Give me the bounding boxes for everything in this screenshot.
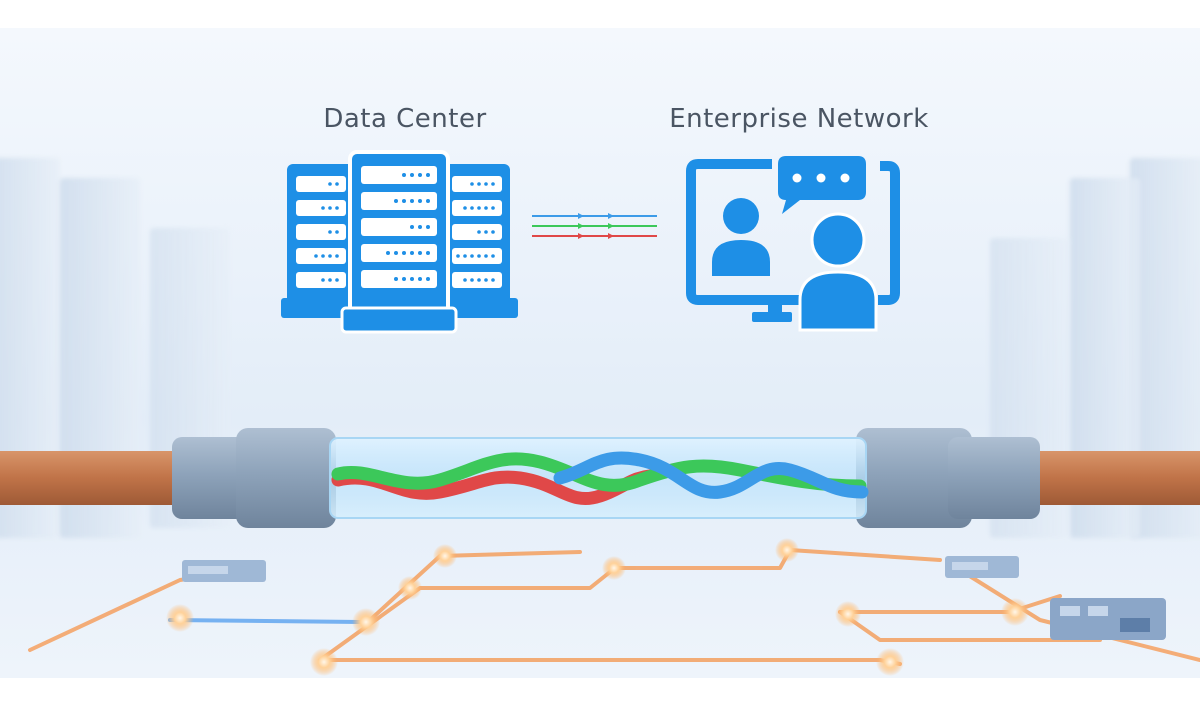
data-center-label: Data Center bbox=[323, 104, 487, 134]
cable-connector-left bbox=[172, 428, 336, 528]
enterprise-network-label: Enterprise Network bbox=[669, 104, 929, 134]
circuit-chip-right bbox=[945, 556, 1019, 578]
copper-cable-right bbox=[1020, 451, 1200, 505]
cable-connector-right bbox=[856, 428, 1040, 528]
fiber-strand-blue bbox=[553, 451, 869, 499]
circuit-nodes bbox=[166, 538, 1029, 676]
video-conference-icon bbox=[686, 156, 900, 332]
fiber-strands bbox=[331, 451, 869, 506]
circuit-chip-left bbox=[182, 560, 266, 582]
copper-cable-left bbox=[0, 451, 200, 505]
signal-arrows-icon bbox=[532, 213, 657, 239]
fiber-strand-red bbox=[331, 469, 657, 506]
server-rack-icon bbox=[281, 150, 518, 334]
circuit-chip-right-large bbox=[1050, 598, 1166, 640]
